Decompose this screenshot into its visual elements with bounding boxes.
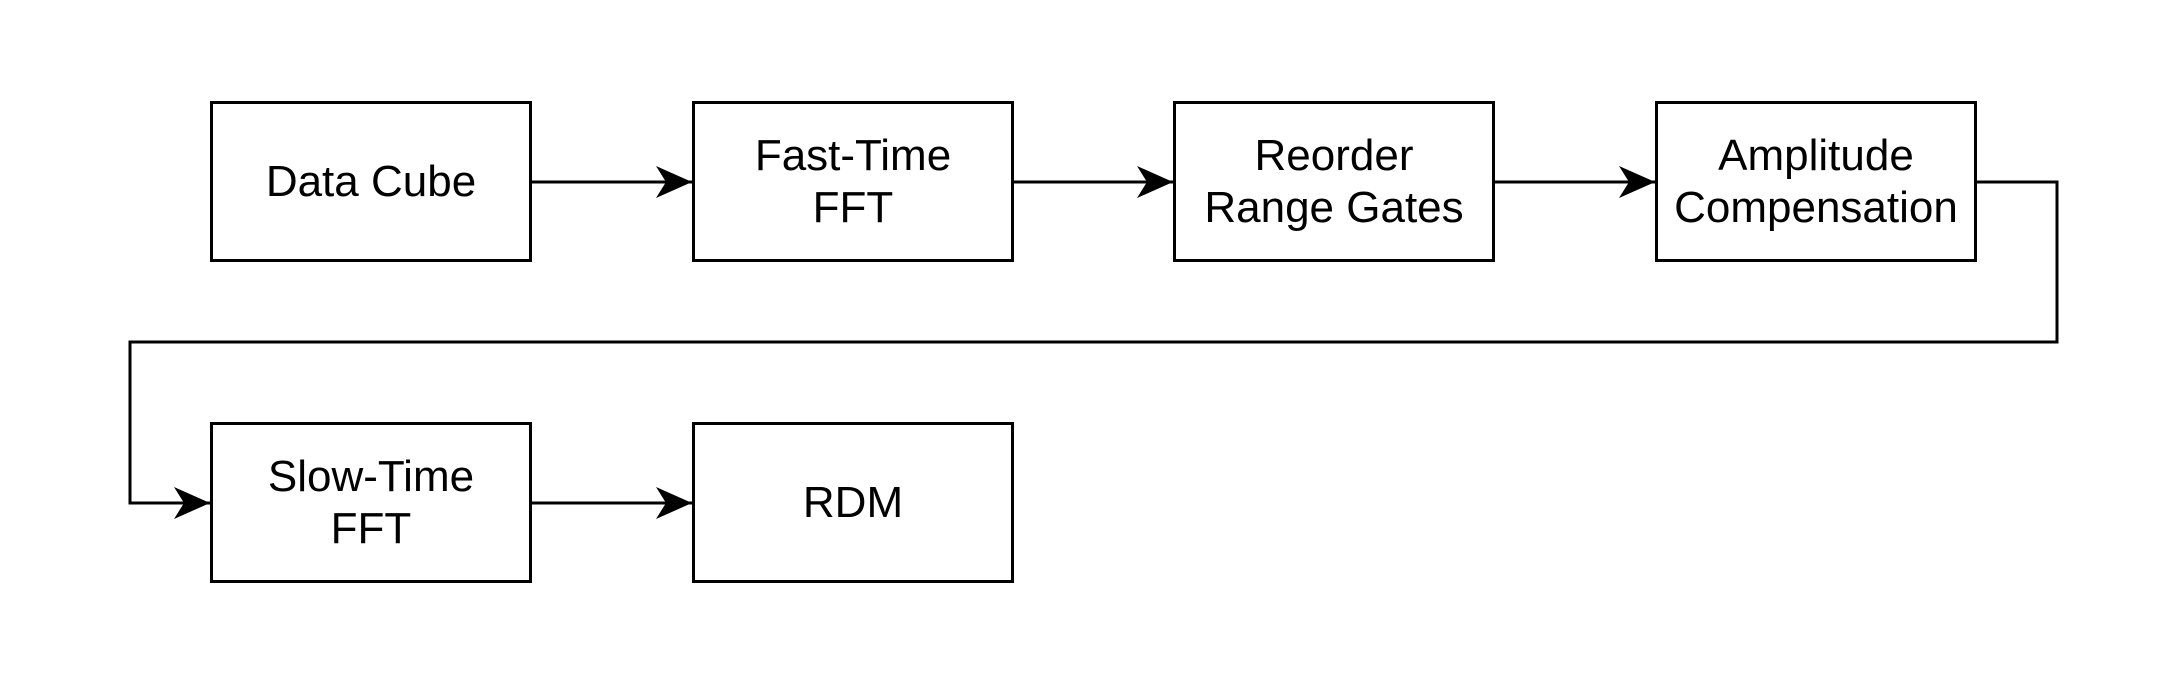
node-fast-time-fft[interactable]: Fast-Time FFT <box>692 101 1014 262</box>
arrow-amplitude-compensation-to-slow-time-fft <box>128 180 2059 505</box>
arrowhead-amplitude-compensation <box>1619 166 1655 198</box>
arrowhead-rdm <box>656 487 692 519</box>
node-label: Fast-Time FFT <box>754 130 952 232</box>
node-rdm[interactable]: RDM <box>692 422 1014 583</box>
arrowhead-slow-time-fft <box>174 487 210 519</box>
node-label: Slow-Time FFT <box>267 451 475 553</box>
node-slow-time-fft[interactable]: Slow-Time FFT <box>210 422 532 583</box>
node-reorder-range-gates[interactable]: Reorder Range Gates <box>1173 101 1495 262</box>
node-label: Amplitude Compensation <box>1674 130 1958 232</box>
arrowhead-fast-time-fft <box>656 166 692 198</box>
node-data-cube[interactable]: Data Cube <box>210 101 532 262</box>
arrowhead-reorder-range-gates <box>1137 166 1173 198</box>
node-label: Data Cube <box>265 156 477 206</box>
node-amplitude-compensation[interactable]: Amplitude Compensation <box>1655 101 1977 262</box>
node-label: Reorder Range Gates <box>1204 130 1464 232</box>
node-label: RDM <box>802 477 904 527</box>
